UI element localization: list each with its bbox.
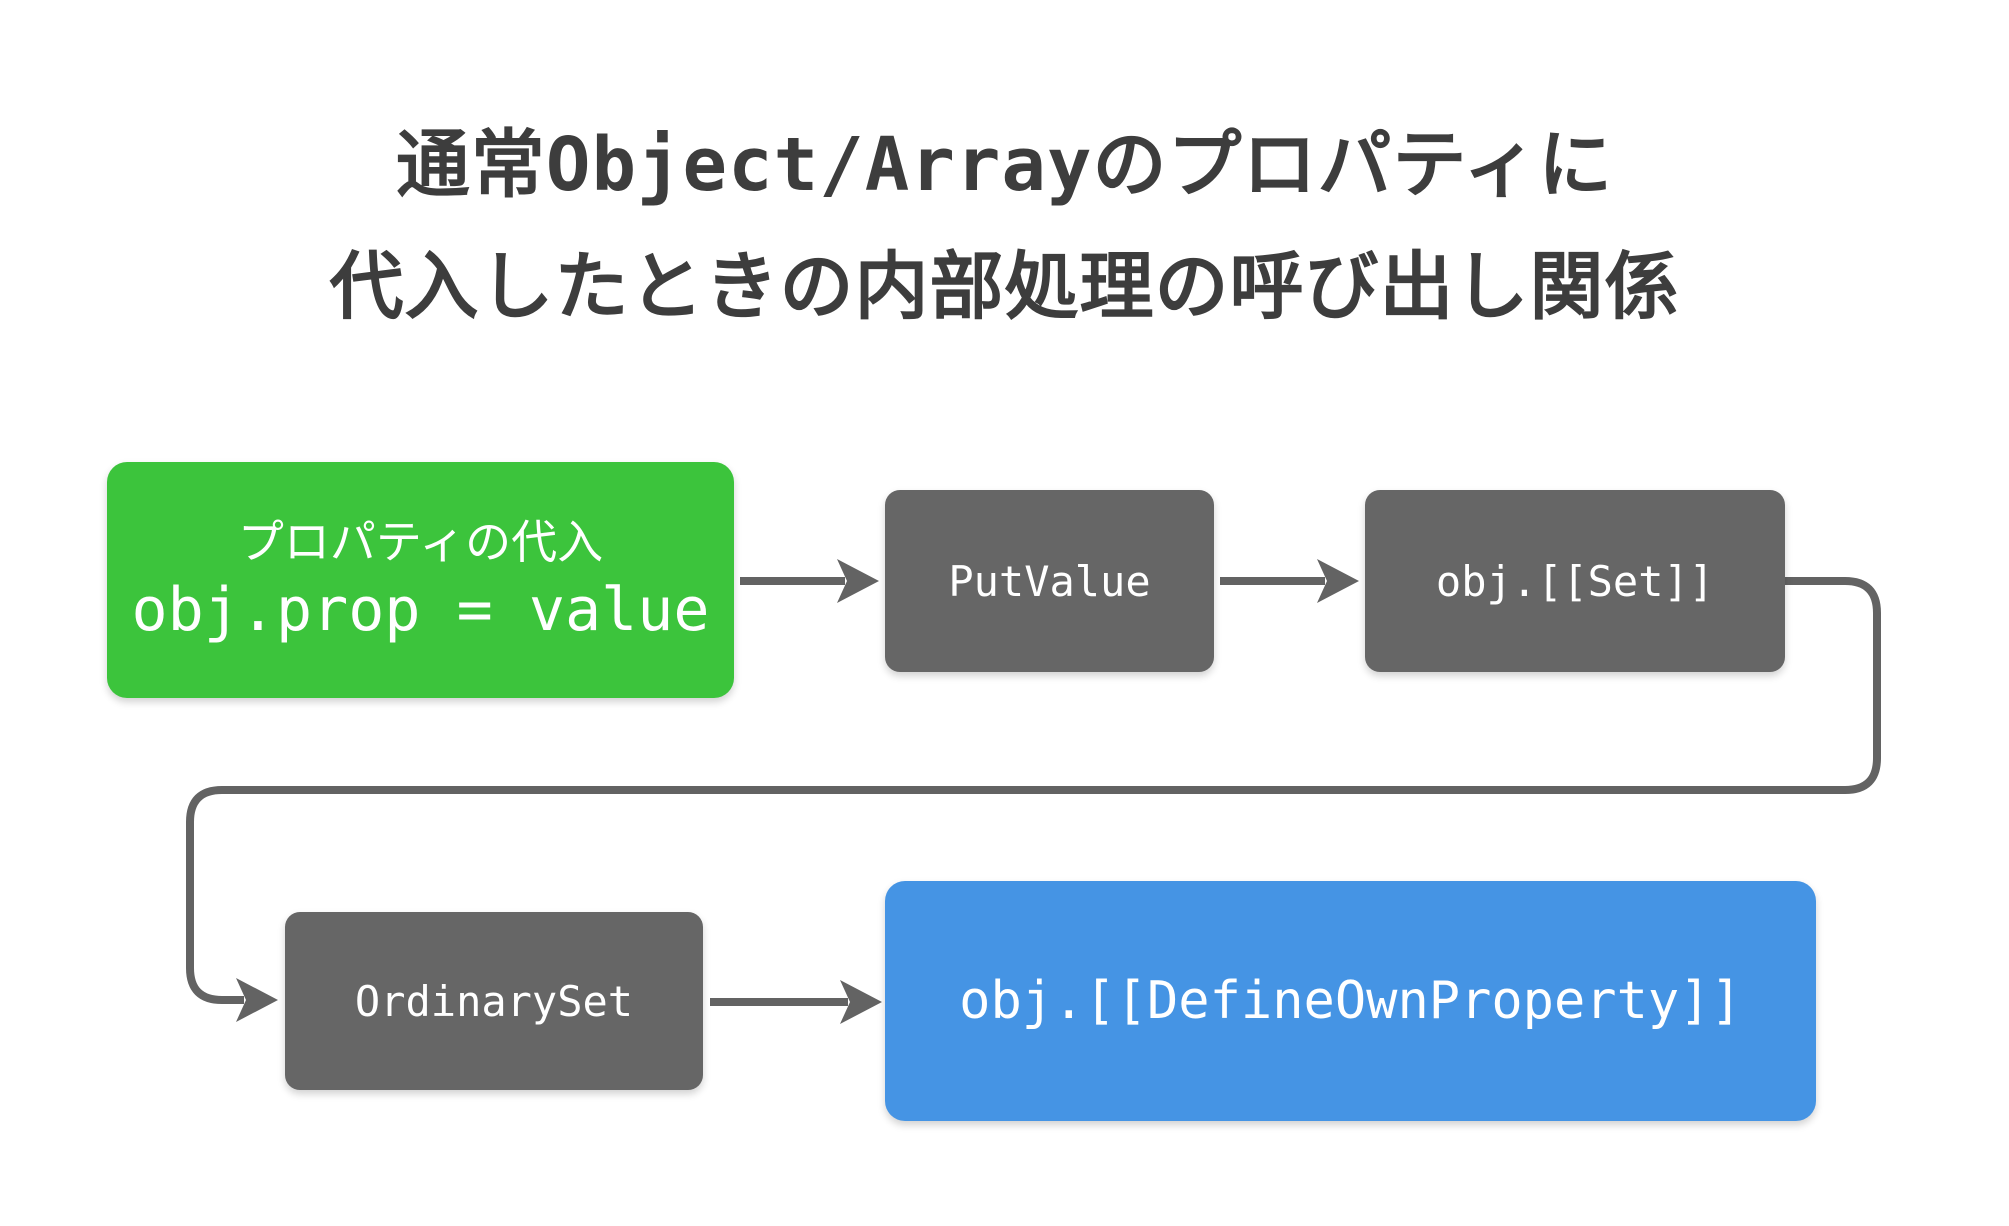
node-obj-set-label: obj.[[Set]]	[1435, 556, 1715, 606]
arrow-ordinaryset-to-defineownproperty	[710, 980, 882, 1024]
node-property-assignment: プロパティの代入 obj.prop = value	[107, 462, 734, 698]
node-property-assignment-label: プロパティの代入	[237, 514, 604, 569]
diagram-title-line1: 通常Object/Arrayのプロパティに	[395, 122, 1614, 208]
node-putvalue: PutValue	[885, 490, 1214, 672]
node-putvalue-label: PutValue	[948, 556, 1151, 606]
diagram-title-line2: 代入したときの内部処理の呼び出し関係	[329, 244, 1680, 330]
node-defineownproperty-label: obj.[[DefineOwnProperty]]	[959, 971, 1742, 1031]
node-obj-set: obj.[[Set]]	[1365, 490, 1785, 672]
arrow-putvalue-to-objset	[1220, 559, 1359, 603]
node-ordinaryset: OrdinarySet	[285, 912, 703, 1090]
arrow-assignment-to-putvalue	[740, 559, 879, 603]
node-property-assignment-code: obj.prop = value	[131, 575, 710, 646]
diagram-title: 通常Object/Arrayのプロパティに 代入したときの内部処理の呼び出し関係	[0, 104, 2009, 348]
node-defineownproperty: obj.[[DefineOwnProperty]]	[885, 881, 1816, 1121]
node-ordinaryset-label: OrdinarySet	[354, 976, 634, 1026]
